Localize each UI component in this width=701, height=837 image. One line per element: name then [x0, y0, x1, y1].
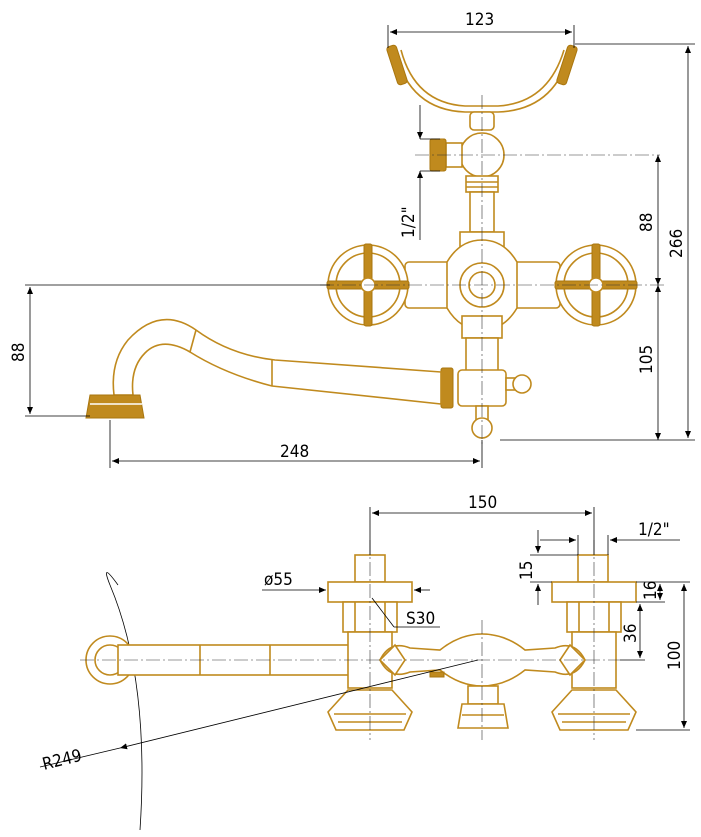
dim-label-o55: ø55	[264, 570, 293, 590]
dim-cover-diameter: ø55	[262, 570, 430, 593]
dim-right-heights: 88 105 266	[500, 43, 695, 441]
dim-center-distance: 150	[369, 493, 595, 555]
dim-label-16: 16	[641, 581, 661, 600]
top-view: R249 150 1/2" ø55 S30	[39, 493, 690, 831]
dim-thread-length: 15	[517, 530, 578, 605]
dim-thread-left: 1/2"	[399, 105, 440, 240]
dim-label-100: 100	[665, 641, 685, 670]
dim-label-36: 36	[621, 624, 641, 643]
dim-label-88-left: 88	[9, 343, 29, 362]
mixer-body	[404, 231, 561, 373]
dim-label-123: 123	[465, 10, 494, 30]
dim-label-150: 150	[468, 493, 497, 513]
dim-right-depths: 16 36 100	[620, 581, 690, 731]
dim-spout-drop: 88	[9, 284, 330, 417]
dim-label-266: 266	[667, 229, 687, 258]
dim-thread-right: 1/2"	[540, 520, 680, 555]
dim-label-105: 105	[637, 345, 657, 374]
shower-holder	[386, 44, 578, 131]
dim-shower-holder-width: 123	[387, 10, 575, 48]
dim-nut-size: S30	[371, 597, 440, 629]
dim-label-88-right: 88	[637, 213, 657, 232]
dim-label-15: 15	[517, 561, 537, 580]
spout	[85, 318, 442, 419]
dim-label-r249: R249	[40, 746, 83, 775]
shower-outlet-column	[429, 132, 505, 233]
dim-label-s30: S30	[406, 609, 435, 629]
dim-label-thread-left: 1/2"	[399, 206, 419, 238]
dim-label-thread-right: 1/2"	[638, 520, 670, 540]
diverter	[440, 367, 532, 439]
side-view: 123 1/2" 88 105 266 88	[9, 10, 695, 468]
dim-label-248: 248	[280, 442, 309, 462]
dim-spout-length: 248	[109, 420, 483, 468]
